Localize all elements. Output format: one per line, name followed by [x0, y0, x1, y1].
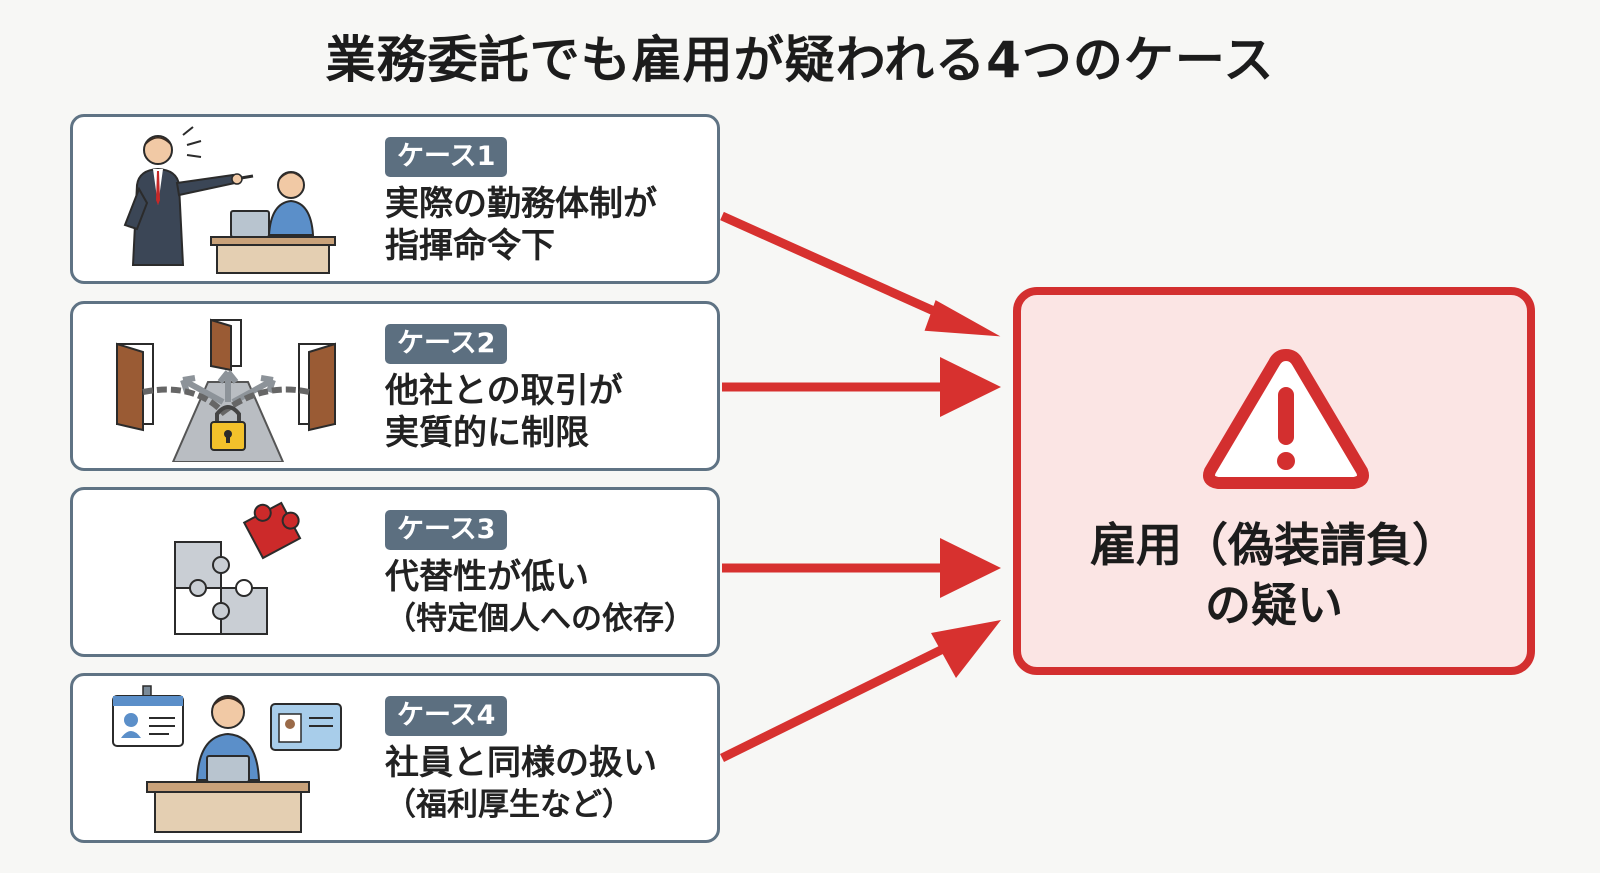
- case-line1-2: 他社との取引が: [385, 371, 623, 411]
- case-card-2: ケース2 他社との取引が 実質的に制限: [70, 301, 720, 471]
- case-line2-2: 実質的に制限: [385, 413, 589, 453]
- case-card-4: ケース4 社員と同様の扱い （福利厚生など）: [70, 673, 720, 843]
- case-line1-1: 実際の勤務体制が: [385, 184, 657, 224]
- arrow-case-1: [720, 211, 1001, 337]
- result-line2: の疑い: [1205, 578, 1343, 632]
- case-line1-3: 代替性が低い: [385, 557, 589, 597]
- boss-pointing-at-worker-icon: [123, 126, 336, 274]
- case-text-1: 実際の勤務体制が 指揮命令下: [385, 183, 715, 267]
- case-card-1: ケース1 実際の勤務体制が 指揮命令下: [70, 114, 720, 284]
- puzzle-piece-icon: [174, 501, 302, 635]
- case-text-2: 他社との取引が 実質的に制限: [385, 370, 715, 454]
- result-line1: 雇用（偽装請負）: [1090, 518, 1458, 572]
- case-card-3: ケース3 代替性が低い （特定個人への依存）: [70, 487, 720, 657]
- case-text-4: 社員と同様の扱い （福利厚生など）: [385, 742, 715, 826]
- case-badge-3: ケース3: [385, 510, 508, 550]
- case-badge-2: ケース2: [385, 324, 508, 364]
- result-box: 雇用（偽装請負） の疑い: [1013, 287, 1535, 675]
- arrow-case-4: [720, 620, 1001, 763]
- case-line2-3: （特定個人への依存）: [385, 601, 695, 637]
- arrow-case-2: [722, 357, 1001, 417]
- case-badge-4: ケース4: [385, 696, 508, 736]
- case-text-3: 代替性が低い （特定個人への依存）: [385, 556, 715, 640]
- warning-triangle-icon: [1203, 349, 1369, 489]
- case-line2-1: 指揮命令下: [385, 226, 555, 266]
- case-line2-4: （福利厚生など）: [385, 787, 633, 823]
- arrow-case-3: [722, 538, 1001, 598]
- page-title: 業務委託でも雇用が疑われる4つのケース: [325, 31, 1275, 89]
- case-line1-4: 社員と同様の扱い: [385, 743, 657, 783]
- case-badge-1: ケース1: [385, 137, 508, 177]
- chained-doors-padlock-icon: [116, 318, 336, 462]
- result-text: 雇用（偽装請負） の疑い: [1021, 515, 1527, 635]
- employee-id-card-icon: [112, 685, 342, 833]
